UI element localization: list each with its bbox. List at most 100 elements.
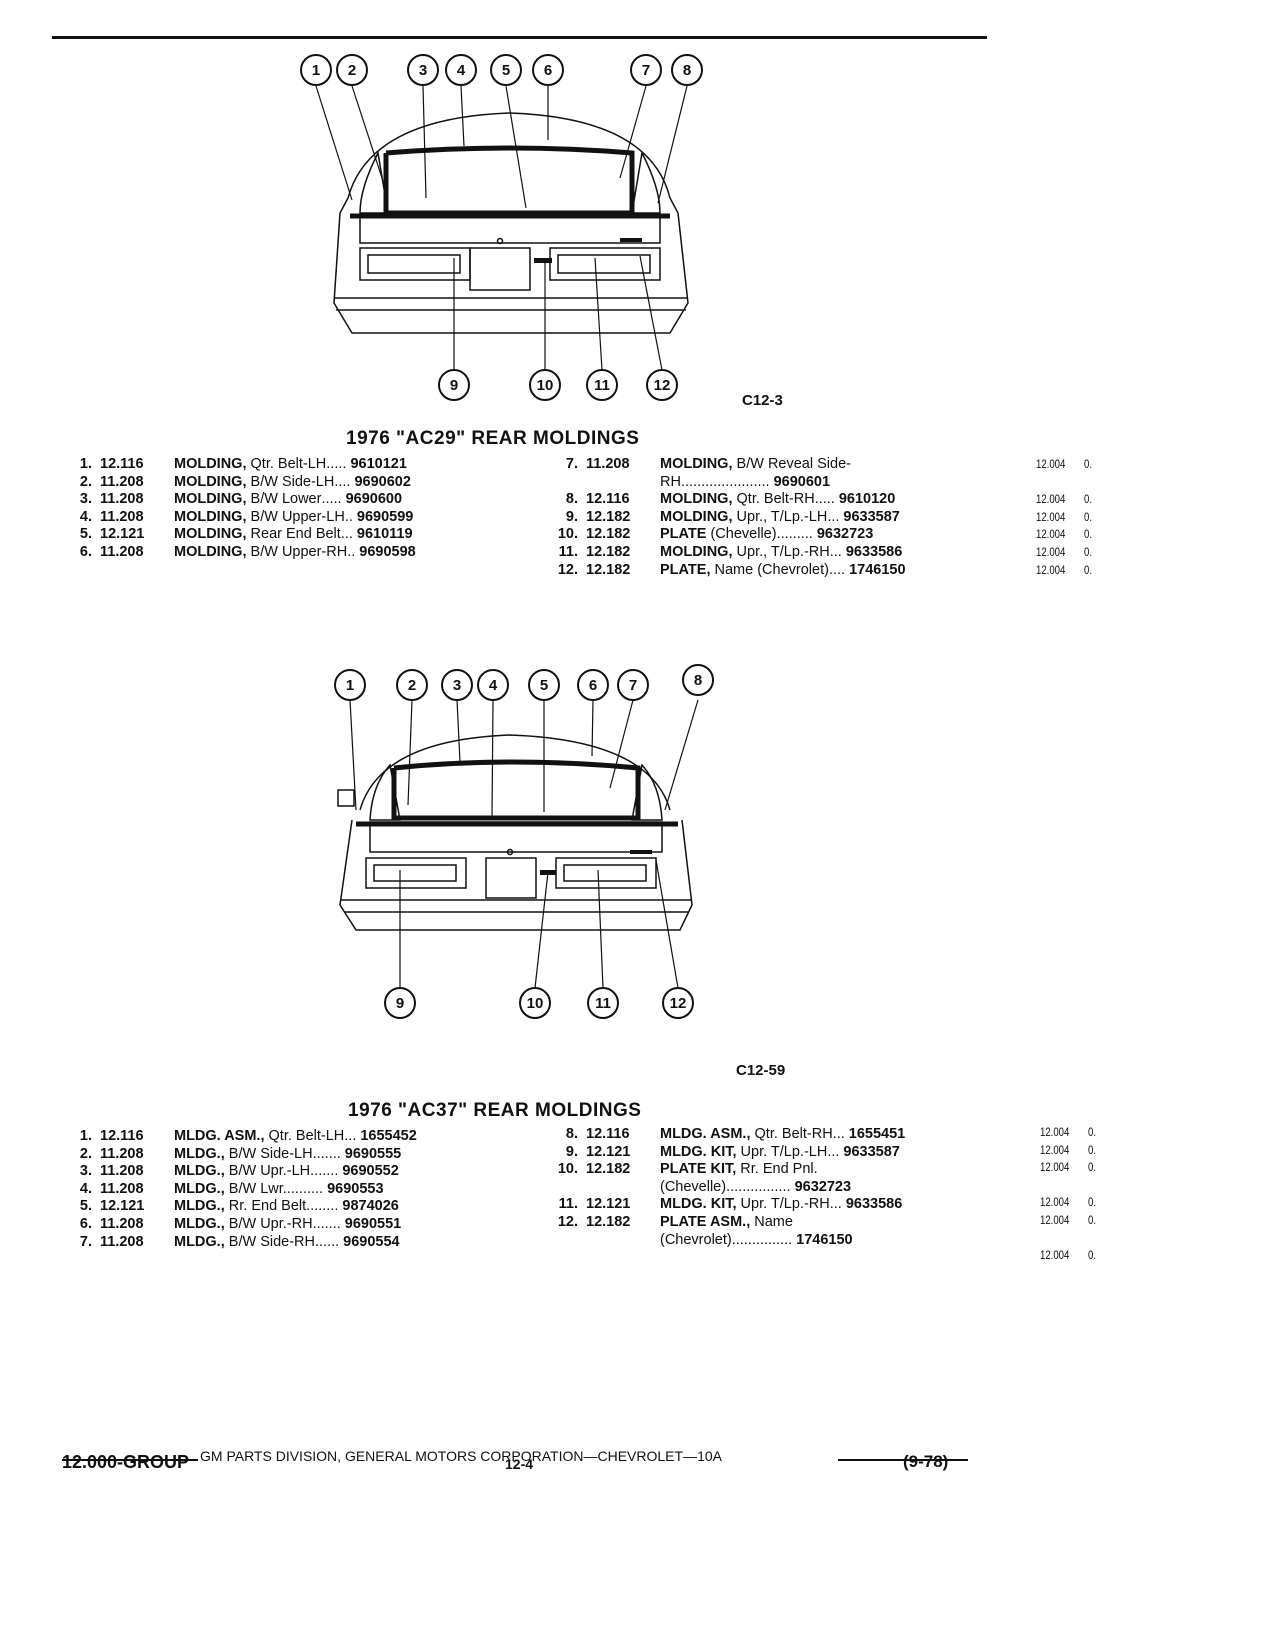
part-group-number: 12.121 — [100, 1198, 145, 1215]
part-detail: (Chevrolet) — [660, 1231, 732, 1248]
part-number: 9690598 — [359, 543, 416, 560]
part-name: MLDG. ASM., — [174, 1128, 265, 1144]
part-detail: B/W Side-LH — [224, 1145, 313, 1162]
margin-note-suffix: 0. — [1088, 1212, 1097, 1227]
part-number: 9610119 — [356, 526, 413, 543]
footer-rule-right — [838, 1459, 968, 1461]
margin-note-suffix: 0. — [1084, 544, 1093, 559]
margin-note-suffix: 0. — [1088, 1125, 1097, 1139]
part-detail: RH — [660, 473, 681, 490]
margin-note — [1036, 474, 1092, 492]
callout-8: 8 — [694, 672, 702, 689]
part-description: MLDG., B/W Side-RH ......9690554 — [174, 1234, 400, 1252]
margin-note-ref: 12.004 — [1036, 562, 1066, 577]
margin-note-ref: 12.004 — [1036, 492, 1066, 507]
part-item-number: 2. — [79, 473, 92, 490]
part-item-number: 3. — [79, 1163, 92, 1180]
callout-7: 7 — [629, 677, 637, 694]
part-name: MLDG., — [174, 1215, 225, 1232]
part-description: MOLDING, Qtr. Belt-RH .....9610120 — [660, 491, 895, 509]
margin-note-suffix: 0. — [1088, 1195, 1097, 1210]
footer-rule-left — [62, 1459, 198, 1461]
leader-dots: ......... — [776, 526, 813, 543]
part-description: MOLDING, Upr., T/Lp.-RH ...9633586 — [660, 544, 902, 562]
section-title-2: 1976 "AC37" REAR MOLDINGS — [348, 1100, 642, 1121]
part-detail: (Chevelle) — [660, 1178, 727, 1195]
leader-dots: ..... — [326, 456, 347, 472]
part-description: MOLDING, B/W Upper-RH ..9690598 — [174, 544, 416, 562]
part-description: MOLDING, B/W Lower .....9690600 — [174, 491, 402, 509]
callout-12: 12 — [654, 377, 671, 394]
part-group-number: 12.116 — [586, 1126, 630, 1142]
section-title-1: 1976 "AC29" REAR MOLDINGS — [346, 428, 640, 449]
part-number: 9633587 — [843, 508, 900, 525]
callout-9: 9 — [396, 995, 404, 1012]
margin-note-suffix: 0. — [1084, 509, 1093, 524]
part-name: MLDG., — [174, 1163, 225, 1180]
part-name: MOLDING, — [174, 508, 247, 525]
part-item-number: 1. — [79, 456, 92, 472]
part-number: 9690552 — [342, 1163, 399, 1180]
part-group-number: 12.116 — [100, 456, 144, 472]
leader-dots: ... — [827, 1143, 840, 1160]
part-group-number: 11.208 — [100, 1145, 144, 1162]
margin-note-ref: 12.004 — [1040, 1195, 1070, 1210]
part-detail: Rr. End Pnl. — [736, 1161, 818, 1178]
part-number: 9632723 — [794, 1178, 852, 1195]
callout-1: 1 — [346, 677, 354, 694]
callout-8: 8 — [683, 62, 691, 79]
footer-group: 12.000-GROUP — [62, 1452, 190, 1472]
part-group-number: 11.208 — [100, 1215, 144, 1232]
part-detail: B/W Lower — [246, 491, 322, 508]
figure-code-2: C12-59 — [736, 1062, 786, 1079]
part-description: MLDG., B/W Lwr. .........9690553 — [174, 1181, 384, 1199]
part-detail: Name (Chevrolet) — [710, 561, 829, 578]
part-item-number: 9. — [565, 508, 578, 525]
part-description: MLDG., B/W Side-LH .......9690555 — [174, 1146, 401, 1164]
margin-note — [1040, 1230, 1096, 1248]
part-detail: (Chevelle) — [706, 526, 777, 543]
margin-note-ref: 12.004 — [1036, 509, 1066, 524]
part-group-number: 12.121 — [586, 1143, 631, 1160]
part-row-continued: (Chevelle) ................9632723 — [548, 1179, 905, 1197]
part-number: 9690601 — [773, 473, 831, 490]
leader-dots: ....... — [312, 1215, 341, 1232]
part-number: 9690551 — [344, 1215, 402, 1232]
part-group-number: 11.208 — [100, 1233, 144, 1250]
part-detail: Upr. T/Lp.-RH — [736, 1196, 830, 1213]
margin-note-ref: 12.004 — [1040, 1142, 1070, 1157]
margin-note-ref: 12.004 — [1040, 1160, 1070, 1175]
leader-dots: ....... — [312, 1145, 341, 1162]
margin-note: 12.004 0. — [1040, 1194, 1096, 1212]
margin-note — [1040, 1177, 1096, 1195]
part-description: PLATE, Name (Chevrolet) ....1746150 — [660, 562, 906, 580]
part-group-number: 12.121 — [586, 1196, 631, 1213]
part-item-number: 7. — [565, 456, 578, 472]
part-detail: Rear End Belt — [246, 526, 341, 543]
part-name: MOLDING, — [174, 456, 247, 472]
footer-date: (9-78) — [903, 1452, 949, 1471]
leader-dots: ......... — [286, 1180, 324, 1197]
part-number: 9633586 — [845, 543, 903, 560]
footer-page-number: 12-4 — [505, 1456, 534, 1472]
part-description: MOLDING, Rear End Belt ...9610119 — [174, 526, 413, 544]
part-description: PLATE KIT, Rr. End Pnl. — [660, 1161, 818, 1179]
part-group-number: 12.182 — [586, 526, 631, 543]
part-group-number: 11.208 — [100, 473, 144, 490]
part-detail: B/W Lwr. — [224, 1180, 287, 1197]
part-item-number: 8. — [565, 491, 578, 508]
part-name: MOLDING, — [660, 491, 733, 508]
